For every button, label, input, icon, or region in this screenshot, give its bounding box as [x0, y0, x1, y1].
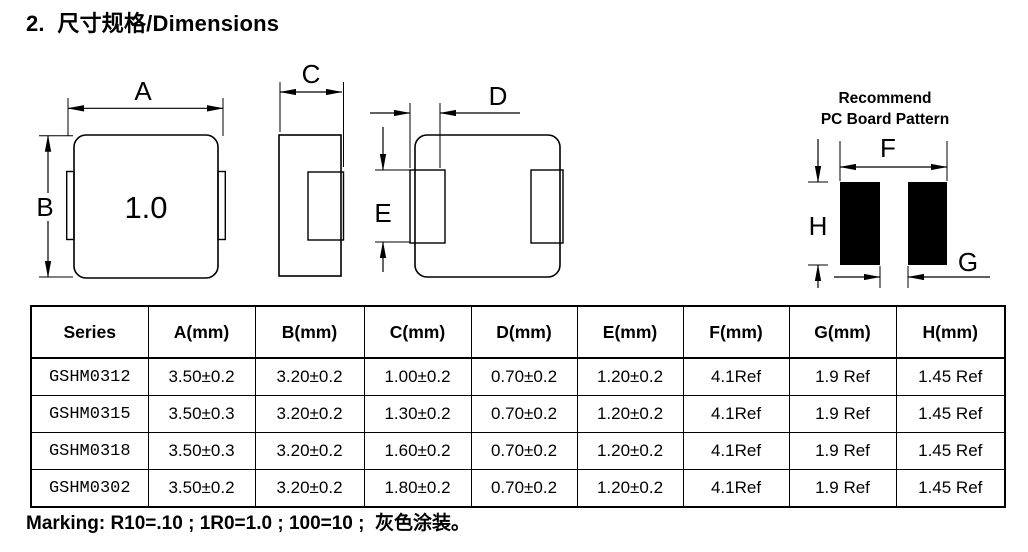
dim-label-a: A [134, 76, 152, 106]
table-row: GSHM0315 3.50±0.3 3.20±0.2 1.30±0.2 0.70… [30, 395, 1006, 433]
value-cell: 0.70±0.2 [470, 432, 578, 470]
value-cell: 3.50±0.2 [147, 357, 256, 396]
col-header-g: G(mm) [788, 305, 897, 359]
table-header-row: Series A(mm) B(mm) C(mm) D(mm) E(mm) F(m… [30, 305, 1006, 359]
value-cell: 1.9 Ref [788, 357, 897, 396]
left-solder-pad [840, 182, 880, 265]
col-header-a: A(mm) [147, 305, 256, 359]
value-cell: 1.45 Ref [895, 395, 1006, 433]
value-cell: 3.20±0.2 [254, 432, 365, 470]
dim-label-d: D [489, 81, 508, 111]
top-view-drawing: A 1.0 B [36, 76, 227, 279]
table-row: GSHM0312 3.50±0.2 3.20±0.2 1.00±0.2 0.70… [30, 357, 1006, 396]
bottom-view-drawing: D E [370, 81, 564, 278]
component-body-side-view [278, 134, 342, 277]
col-header-c: C(mm) [363, 305, 472, 359]
value-cell: 4.1Ref [682, 395, 790, 433]
bottom-right-terminal [530, 169, 564, 244]
pcb-pattern-drawing: Recommend PC Board Pattern F H G [808, 90, 990, 288]
dimension-drawings: A 1.0 B C D [36, 59, 990, 288]
side-terminal [307, 171, 345, 241]
value-cell: 1.20±0.2 [576, 357, 684, 396]
value-cell: 1.9 Ref [788, 469, 897, 508]
marking-note: Marking: R10=.10 ; 1R0=1.0 ; 100=10 ; 灰色… [26, 513, 471, 534]
value-cell: 1.60±0.2 [363, 432, 472, 470]
value-cell: 1.20±0.2 [576, 395, 684, 433]
series-cell: GSHM0315 [30, 395, 149, 433]
value-cell: 1.80±0.2 [363, 469, 472, 508]
series-cell: GSHM0318 [30, 432, 149, 470]
dim-label-f: F [880, 133, 896, 163]
value-cell: 3.20±0.2 [254, 469, 365, 508]
value-cell: 4.1Ref [682, 469, 790, 508]
value-cell: 3.50±0.2 [147, 469, 256, 508]
value-cell: 1.9 Ref [788, 395, 897, 433]
table-row: GSHM0302 3.50±0.2 3.20±0.2 1.80±0.2 0.70… [30, 469, 1006, 508]
bottom-left-terminal [409, 169, 446, 244]
pcb-pattern-title-line1: Recommend [838, 90, 931, 107]
value-cell: 3.20±0.2 [254, 395, 365, 433]
value-cell: 1.00±0.2 [363, 357, 472, 396]
col-header-f: F(mm) [682, 305, 790, 359]
col-header-e: E(mm) [576, 305, 684, 359]
dim-label-b: B [36, 192, 53, 222]
left-terminal-tab [65, 170, 75, 241]
side-view-drawing: C [278, 59, 345, 277]
series-cell: GSHM0302 [30, 469, 149, 508]
value-cell: 1.45 Ref [895, 469, 1006, 508]
pcb-pattern-title-line2: PC Board Pattern [821, 111, 949, 128]
value-cell: 1.20±0.2 [576, 469, 684, 508]
part-marking-text: 1.0 [124, 190, 167, 225]
dim-label-g: G [958, 247, 978, 277]
value-cell: 0.70±0.2 [470, 357, 578, 396]
component-body-bottom-view [414, 134, 561, 278]
value-cell: 0.70±0.2 [470, 469, 578, 508]
value-cell: 1.30±0.2 [363, 395, 472, 433]
section-title: 2. 尺寸规格/Dimensions [26, 11, 280, 36]
dim-label-c: C [302, 59, 321, 89]
right-terminal-tab [217, 170, 227, 241]
value-cell: 3.20±0.2 [254, 357, 365, 396]
dim-label-h: H [809, 211, 828, 241]
value-cell: 3.50±0.3 [147, 432, 256, 470]
table-row: GSHM0318 3.50±0.3 3.20±0.2 1.60±0.2 0.70… [30, 432, 1006, 470]
value-cell: 3.50±0.3 [147, 395, 256, 433]
right-solder-pad [908, 182, 947, 265]
dim-label-e: E [374, 198, 391, 228]
value-cell: 1.20±0.2 [576, 432, 684, 470]
dimensions-table: Series A(mm) B(mm) C(mm) D(mm) E(mm) F(m… [30, 305, 1006, 508]
col-header-b: B(mm) [254, 305, 365, 359]
value-cell: 1.9 Ref [788, 432, 897, 470]
col-header-h: H(mm) [895, 305, 1006, 359]
value-cell: 4.1Ref [682, 432, 790, 470]
value-cell: 0.70±0.2 [470, 395, 578, 433]
col-header-series: Series [30, 305, 149, 359]
col-header-d: D(mm) [470, 305, 578, 359]
value-cell: 4.1Ref [682, 357, 790, 396]
value-cell: 1.45 Ref [895, 357, 1006, 396]
series-cell: GSHM0312 [30, 357, 149, 396]
value-cell: 1.45 Ref [895, 432, 1006, 470]
